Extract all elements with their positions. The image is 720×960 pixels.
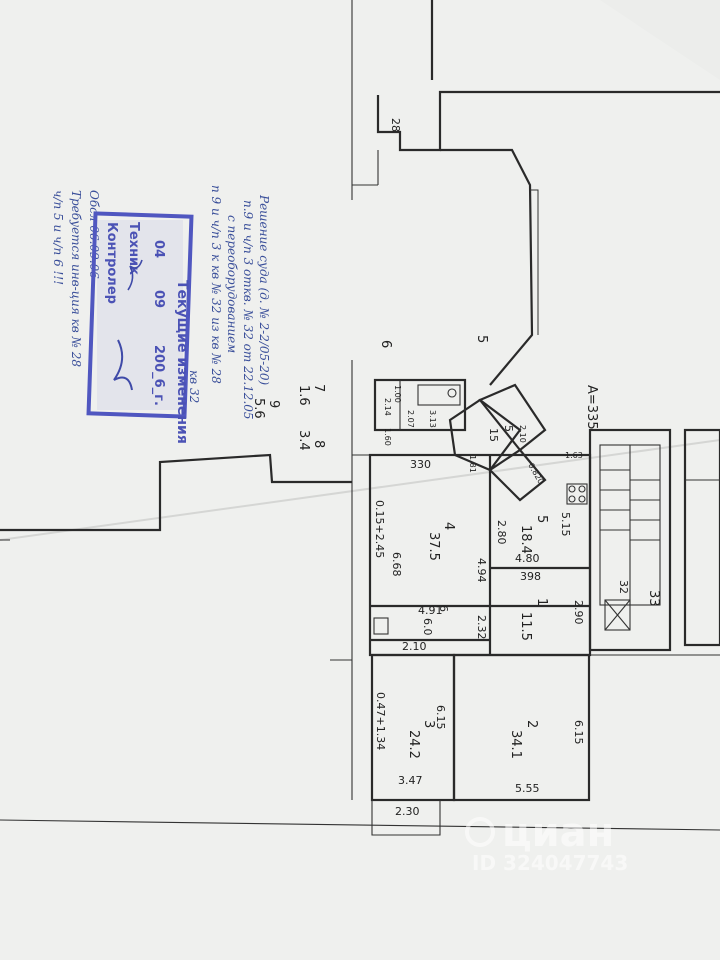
room-6-area: 6.0 — [421, 618, 434, 636]
dim-280: 2.80 — [495, 520, 508, 545]
dim-015: 0.15+2.45 — [373, 500, 386, 558]
building-label: А=335 — [584, 385, 599, 430]
room-6-num: 6 — [437, 605, 450, 612]
dim-515: 5.15 — [559, 512, 572, 537]
room-8-area: 3.4 — [296, 430, 311, 451]
room-3-area: 24.2 — [406, 730, 421, 759]
room-7-num: 7 — [311, 384, 326, 392]
stamp-tech: Техник — [126, 222, 141, 275]
dim-230: 2.30 — [395, 805, 420, 818]
dim-615b: 6.15 — [572, 720, 585, 745]
dim-232: 2.32 — [475, 615, 488, 640]
dim-047: 0.47+1.34 — [374, 692, 387, 750]
dim-290: 2.90 — [572, 600, 585, 625]
room-4-area: 37.5 — [426, 532, 441, 561]
note-header: кв 32 — [187, 370, 201, 403]
dim-555: 5.55 — [515, 782, 540, 795]
note-line-2: п.9 и ч/п 3 откв. № 32 от 22.12.05 — [241, 200, 255, 420]
note-line-1: Решение суда (д. № 2-2/05-20) — [257, 194, 271, 385]
small-f: 2.10 — [518, 425, 527, 443]
stamp-signature — [113, 339, 133, 391]
note-line-3: с переоборудованием — [225, 215, 239, 353]
watermark-brand: циан — [502, 810, 614, 856]
small-b: 2.14 — [383, 398, 392, 416]
room-1-num: 1 — [534, 598, 549, 606]
room-9-num: 9 — [266, 400, 281, 408]
room-7-area: 1.6 — [296, 385, 311, 406]
small-g: 1.81 — [468, 455, 477, 473]
room-labels: А=335 33 32 5 6 28 1 11.5 2 34.1 3 24.2 … — [251, 118, 661, 818]
watermark: циан ID 324047743 — [465, 810, 628, 875]
stamp-initials — [127, 259, 143, 291]
room-9-area: 5.6 — [251, 398, 266, 419]
dim-668: 6.68 — [390, 552, 403, 577]
dim-480: 4.80 — [515, 552, 540, 565]
dim-210: 2.10 — [402, 640, 427, 653]
room-1-area: 11.5 — [518, 612, 533, 641]
room-5-area: 18.4 — [518, 525, 533, 554]
building-walls — [0, 0, 720, 836]
stamp-year: 200_6_г. — [151, 345, 166, 406]
small-h: 1.63 — [565, 451, 583, 460]
room-3-num: 3 — [421, 720, 436, 728]
dim-28: 28 — [389, 118, 402, 132]
small-e: 3.13 — [428, 410, 437, 428]
small-a: 1.00 — [393, 385, 402, 403]
room-5b-num: 5 — [502, 425, 515, 432]
top-room-6: 6 — [378, 340, 393, 348]
dim-347: 3.47 — [398, 774, 423, 787]
dim-615a: 6.15 — [434, 705, 447, 730]
room-8-num: 8 — [311, 440, 326, 448]
stair-sub-label: 32 — [617, 580, 630, 594]
note-line-4: п 9 и ч/п 3 к кв № 32 из кв № 28 — [209, 185, 223, 384]
room-2-area: 34.1 — [508, 730, 523, 759]
stair-label: 33 — [646, 590, 661, 607]
room-2-num: 2 — [524, 720, 539, 728]
dim-330: 330 — [410, 458, 431, 471]
dim-398: 398 — [520, 570, 541, 583]
watermark-logo-icon — [465, 817, 495, 847]
stamp-day: 04 — [151, 240, 166, 258]
room-5b-area: 15 — [487, 428, 500, 442]
note-line-6: Требуется инв-ция кв № 28 — [69, 190, 83, 367]
stamp: Текущие изменения 04 09 200_6_г. Техник … — [86, 211, 194, 444]
stamp-month: 09 — [151, 290, 166, 308]
watermark-id: ID 324047743 — [472, 851, 628, 875]
dim-491: 4.91 — [418, 604, 443, 617]
stamp-controller: Контролер — [104, 222, 119, 304]
room-4-num: 4 — [441, 522, 456, 530]
small-c: 1.60 — [383, 428, 392, 446]
room-5-num: 5 — [534, 515, 549, 523]
small-d: 2.07 — [406, 410, 415, 428]
top-room-5: 5 — [474, 335, 489, 343]
note-line-7: ч/п 5 и ч/п 6 !!! — [51, 190, 65, 285]
dim-494: 4.94 — [475, 558, 488, 583]
stamp-title: Текущие изменения — [174, 280, 190, 444]
